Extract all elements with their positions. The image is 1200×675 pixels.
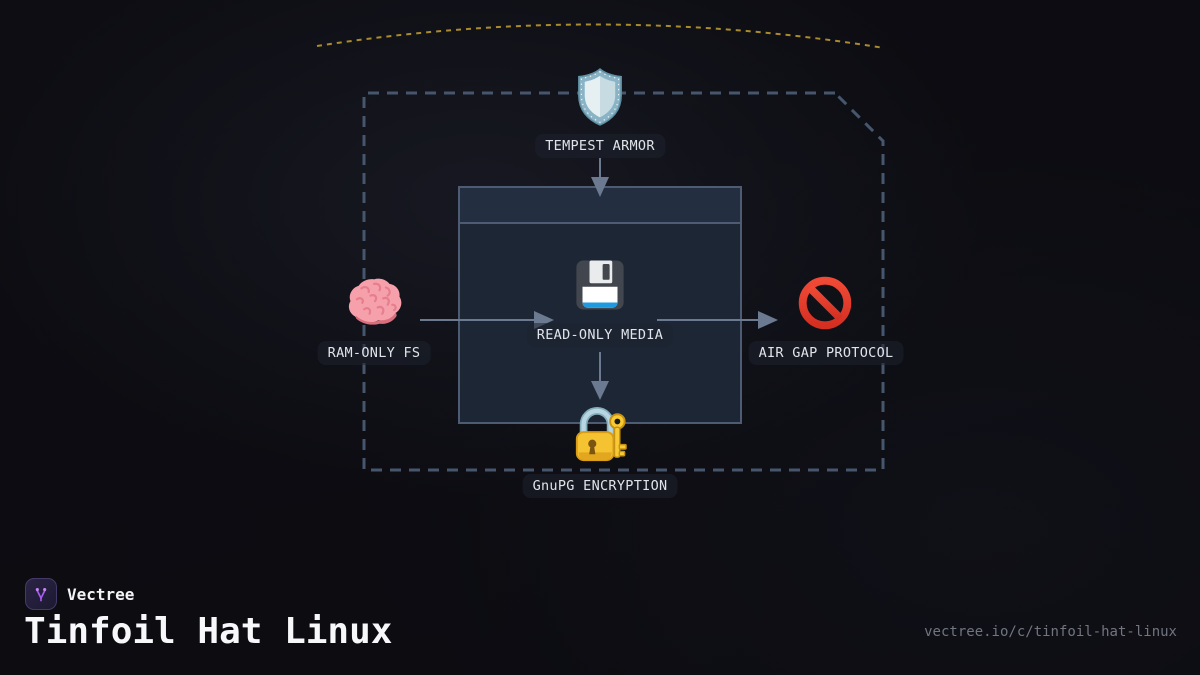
read-only-media-label: READ-ONLY MEDIA bbox=[526, 323, 674, 347]
shield-icon bbox=[573, 66, 627, 128]
brand-name: Vectree bbox=[67, 585, 135, 604]
gnupg-encryption-label: GnuPG ENCRYPTION bbox=[522, 474, 678, 498]
signal-arc bbox=[316, 23, 885, 49]
floppy-disk-icon bbox=[572, 257, 628, 313]
panel-title-bar bbox=[460, 188, 740, 224]
air-gap-protocol-label: AIR GAP PROTOCOL bbox=[748, 341, 904, 365]
vectree-logo[interactable] bbox=[25, 578, 57, 610]
page-title: Tinfoil Hat Linux bbox=[24, 611, 393, 652]
vectree-logo-icon bbox=[35, 588, 47, 602]
ram-only-fs-label: RAM-ONLY FS bbox=[317, 341, 431, 365]
card-url-link[interactable]: vectree.io/c/tinfoil-hat-linux bbox=[924, 624, 1177, 640]
locked-with-key-icon bbox=[569, 407, 631, 463]
arrowhead-right-right bbox=[758, 311, 778, 329]
no-entry-icon bbox=[797, 275, 853, 331]
brain-icon bbox=[346, 275, 404, 329]
tempest-armor-label: TEMPEST ARMOR bbox=[535, 134, 665, 158]
